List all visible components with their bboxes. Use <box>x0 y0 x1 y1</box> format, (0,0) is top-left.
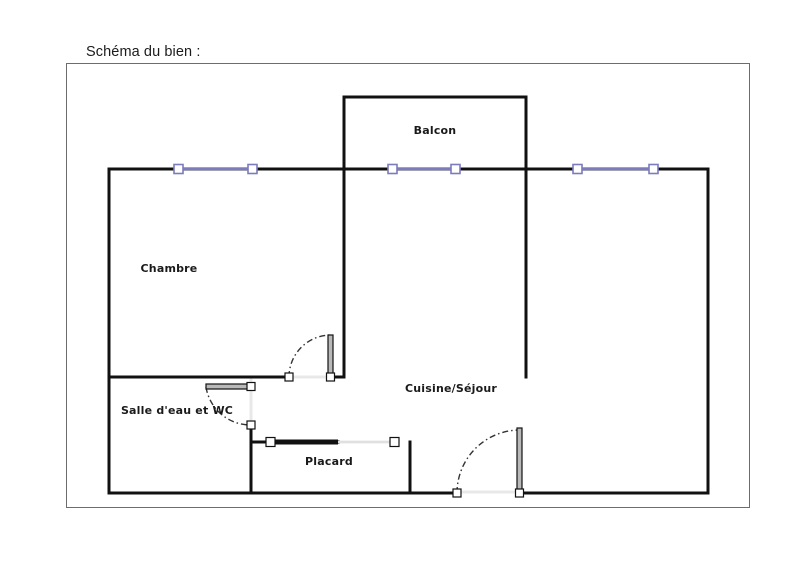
door-entree-hinge-right <box>514 488 525 498</box>
placard-slider-left <box>265 436 276 448</box>
door-chambre-swing-arc <box>288 334 332 378</box>
door-chambre-hinge-right <box>325 372 336 382</box>
door-entree-swing-arc <box>456 429 521 494</box>
room-label-placard: Placard <box>305 455 353 468</box>
window-chambre-jamb-right <box>247 163 258 175</box>
room-label-balcon: Balcon <box>414 124 457 137</box>
door-entree-hinge-left <box>452 488 462 498</box>
room-label-cuisine-sejour: Cuisine/Séjour <box>405 382 497 395</box>
door-chambre-hinge-left <box>284 372 294 382</box>
window-sejour-jamb-left <box>572 163 583 175</box>
doors <box>205 334 525 498</box>
door-salle-eau-hinge-bottom <box>246 420 256 430</box>
placard-panel <box>273 439 338 445</box>
page-title: Schéma du bien : <box>86 44 201 60</box>
door-salle-eau-swing-arc <box>205 386 252 426</box>
window-chambre <box>173 163 258 175</box>
window-sejour-jamb-right <box>648 163 659 175</box>
door-chambre-leaf <box>327 334 334 378</box>
door-placard-sliding <box>265 436 400 448</box>
room-label-chambre: Chambre <box>141 262 198 275</box>
door-salle-eau <box>205 381 256 430</box>
door-entree <box>452 427 525 498</box>
door-entree-leaf <box>516 427 523 494</box>
door-salle-eau-leaf <box>205 383 252 390</box>
window-chambre-jamb-left <box>173 163 184 175</box>
room-labels: Balcon Chambre Cuisine/Séjour Salle d'ea… <box>121 124 497 468</box>
windows <box>173 163 659 175</box>
placard-slider-right <box>389 436 400 448</box>
window-balcon <box>387 163 461 175</box>
window-balcon-jamb-right <box>450 163 461 175</box>
window-sejour <box>572 163 659 175</box>
room-label-salle-eau-wc: Salle d'eau et WC <box>121 404 233 417</box>
door-chambre <box>284 334 336 382</box>
floorplan-drawing: Balcon Chambre Cuisine/Séjour Salle d'ea… <box>107 95 710 498</box>
door-salle-eau-hinge-top <box>246 381 256 392</box>
floorplan-frame: Balcon Chambre Cuisine/Séjour Salle d'ea… <box>66 63 750 508</box>
window-balcon-jamb-left <box>387 163 398 175</box>
walls <box>107 95 710 495</box>
